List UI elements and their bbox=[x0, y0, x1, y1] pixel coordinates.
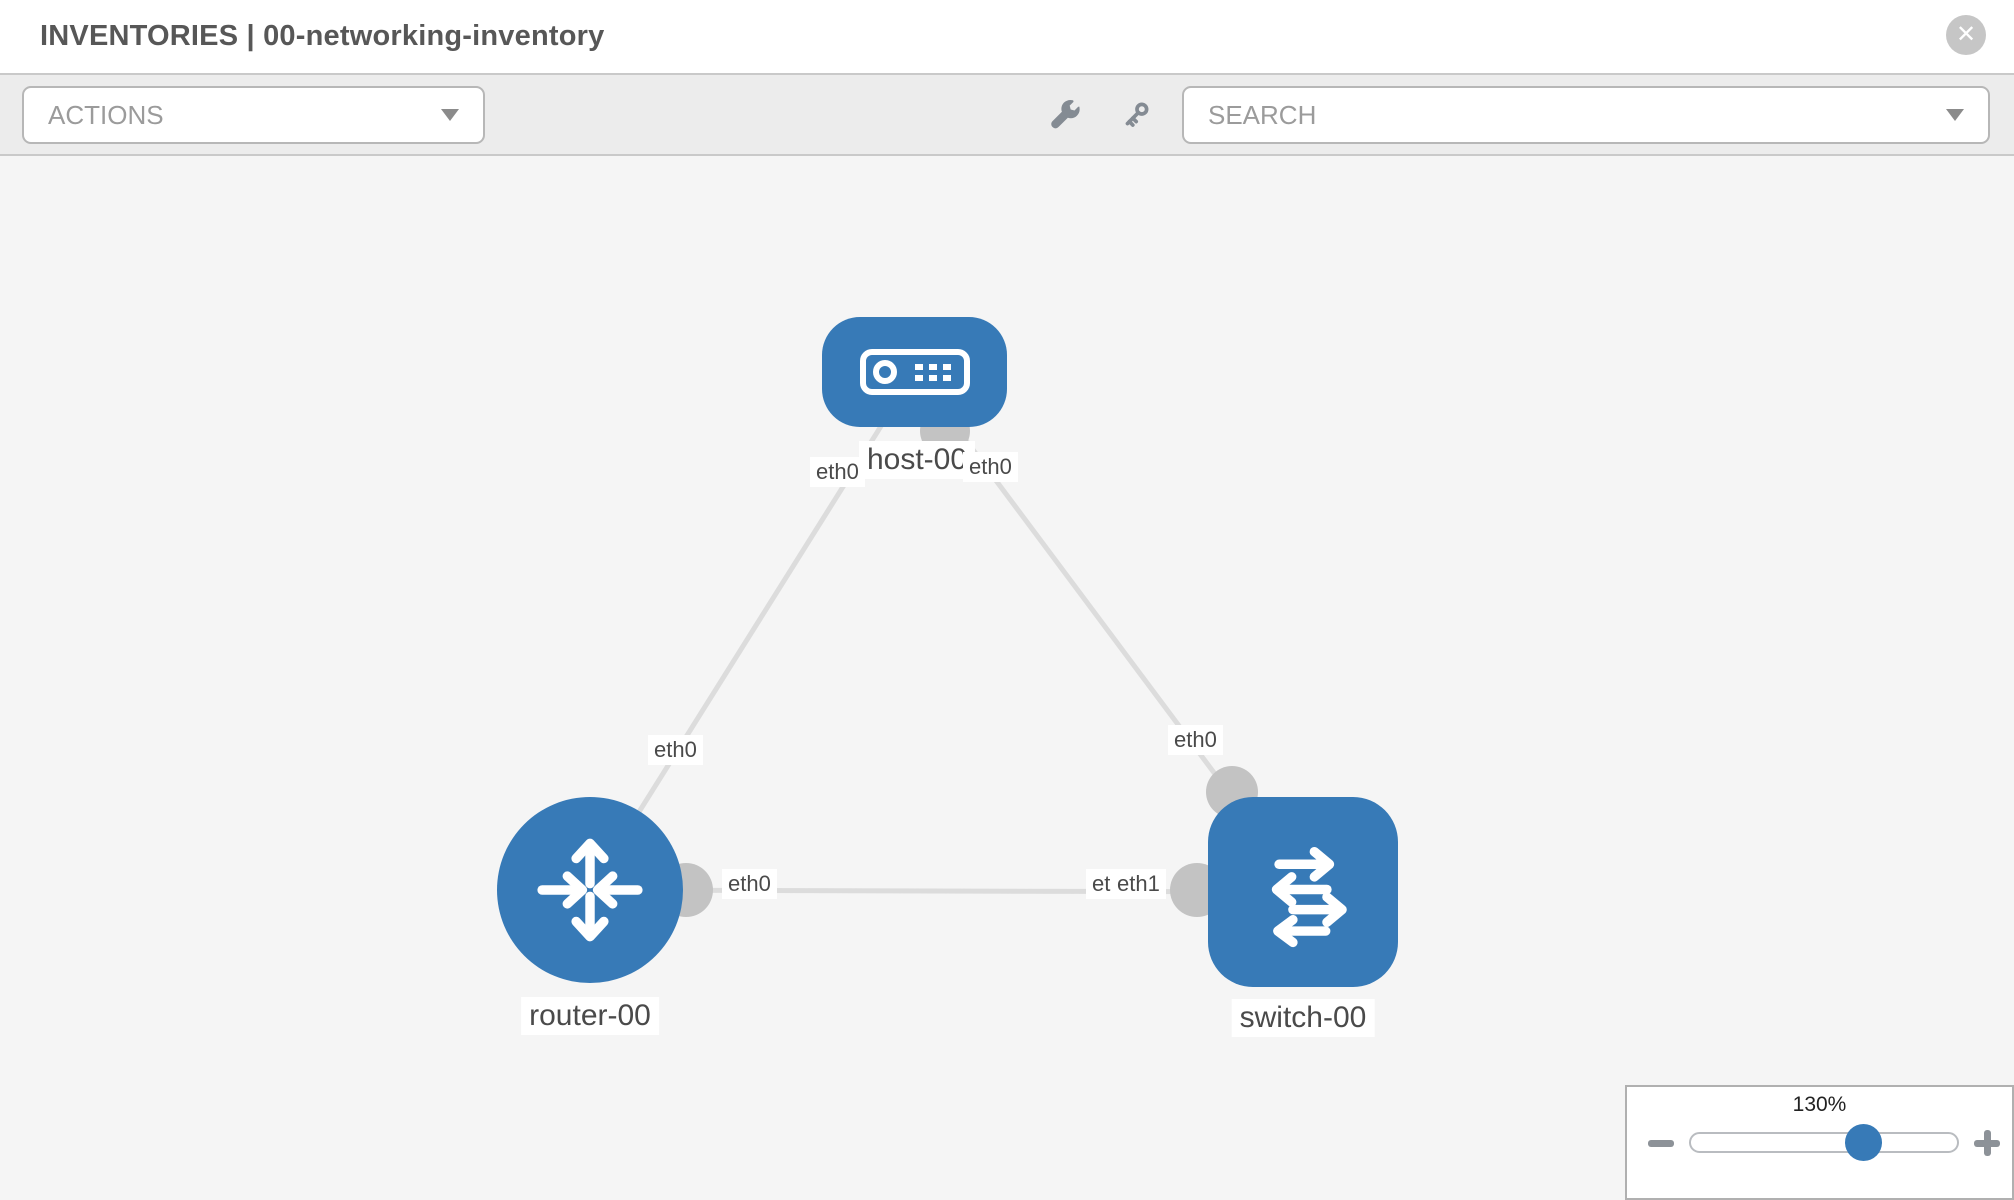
topology-edges bbox=[587, 370, 1306, 917]
close-icon: ✕ bbox=[1955, 21, 1977, 48]
wrench-icon bbox=[1049, 98, 1083, 137]
actions-dropdown[interactable]: ACTIONS bbox=[22, 86, 485, 144]
zoom-control-panel: 130% bbox=[1625, 1085, 2014, 1200]
host-icon bbox=[859, 346, 971, 398]
minus-icon bbox=[1648, 1140, 1674, 1147]
interface-label-switch-eth0: eth0 bbox=[1168, 725, 1223, 755]
interface-label-host-eth0-left: eth0 bbox=[810, 457, 865, 487]
zoom-level-value: 130% bbox=[1792, 1093, 1847, 1116]
topology-canvas[interactable]: host-00 router-00 switch-00 eth0 eth0 et… bbox=[0, 156, 2014, 1200]
router-icon bbox=[527, 827, 653, 953]
chevron-down-icon bbox=[441, 109, 459, 121]
close-button[interactable]: ✕ bbox=[1946, 15, 1986, 55]
search-dropdown-label: SEARCH bbox=[1208, 99, 1317, 130]
interface-label-router-eth0-uplink: eth0 bbox=[648, 735, 703, 765]
zoom-slider-track[interactable] bbox=[1689, 1132, 1959, 1153]
zoom-in-button[interactable] bbox=[1973, 1129, 2001, 1157]
search-dropdown[interactable]: SEARCH bbox=[1182, 86, 1990, 144]
zoom-out-button[interactable] bbox=[1647, 1129, 1675, 1157]
key-icon bbox=[1119, 98, 1153, 137]
toolbar: ACTIONS bbox=[0, 73, 2014, 156]
header: INVENTORIES | 00-networking-inventory ✕ bbox=[0, 0, 2014, 73]
node-router-00[interactable] bbox=[497, 797, 683, 983]
switch-icon bbox=[1240, 829, 1366, 955]
configure-button[interactable] bbox=[1046, 97, 1086, 137]
interface-label-switch-eth1: eth1 bbox=[1111, 869, 1166, 899]
interface-label-host-eth0-right: eth0 bbox=[963, 452, 1018, 482]
page-title: INVENTORIES | 00-networking-inventory bbox=[40, 20, 605, 52]
node-host-00[interactable] bbox=[822, 317, 1007, 427]
credentials-button[interactable] bbox=[1116, 97, 1156, 137]
chevron-down-icon bbox=[1946, 109, 1964, 121]
actions-dropdown-label: ACTIONS bbox=[48, 99, 164, 130]
plus-icon bbox=[1984, 1130, 1991, 1156]
zoom-slider-handle[interactable] bbox=[1845, 1124, 1882, 1161]
node-label-host[interactable]: host-00 bbox=[858, 441, 976, 479]
interface-label-router-eth0: eth0 bbox=[722, 869, 777, 899]
node-label-switch[interactable]: switch-00 bbox=[1231, 999, 1375, 1037]
switch-icon-node[interactable] bbox=[1208, 797, 1398, 987]
node-label-router[interactable]: router-00 bbox=[521, 997, 659, 1035]
